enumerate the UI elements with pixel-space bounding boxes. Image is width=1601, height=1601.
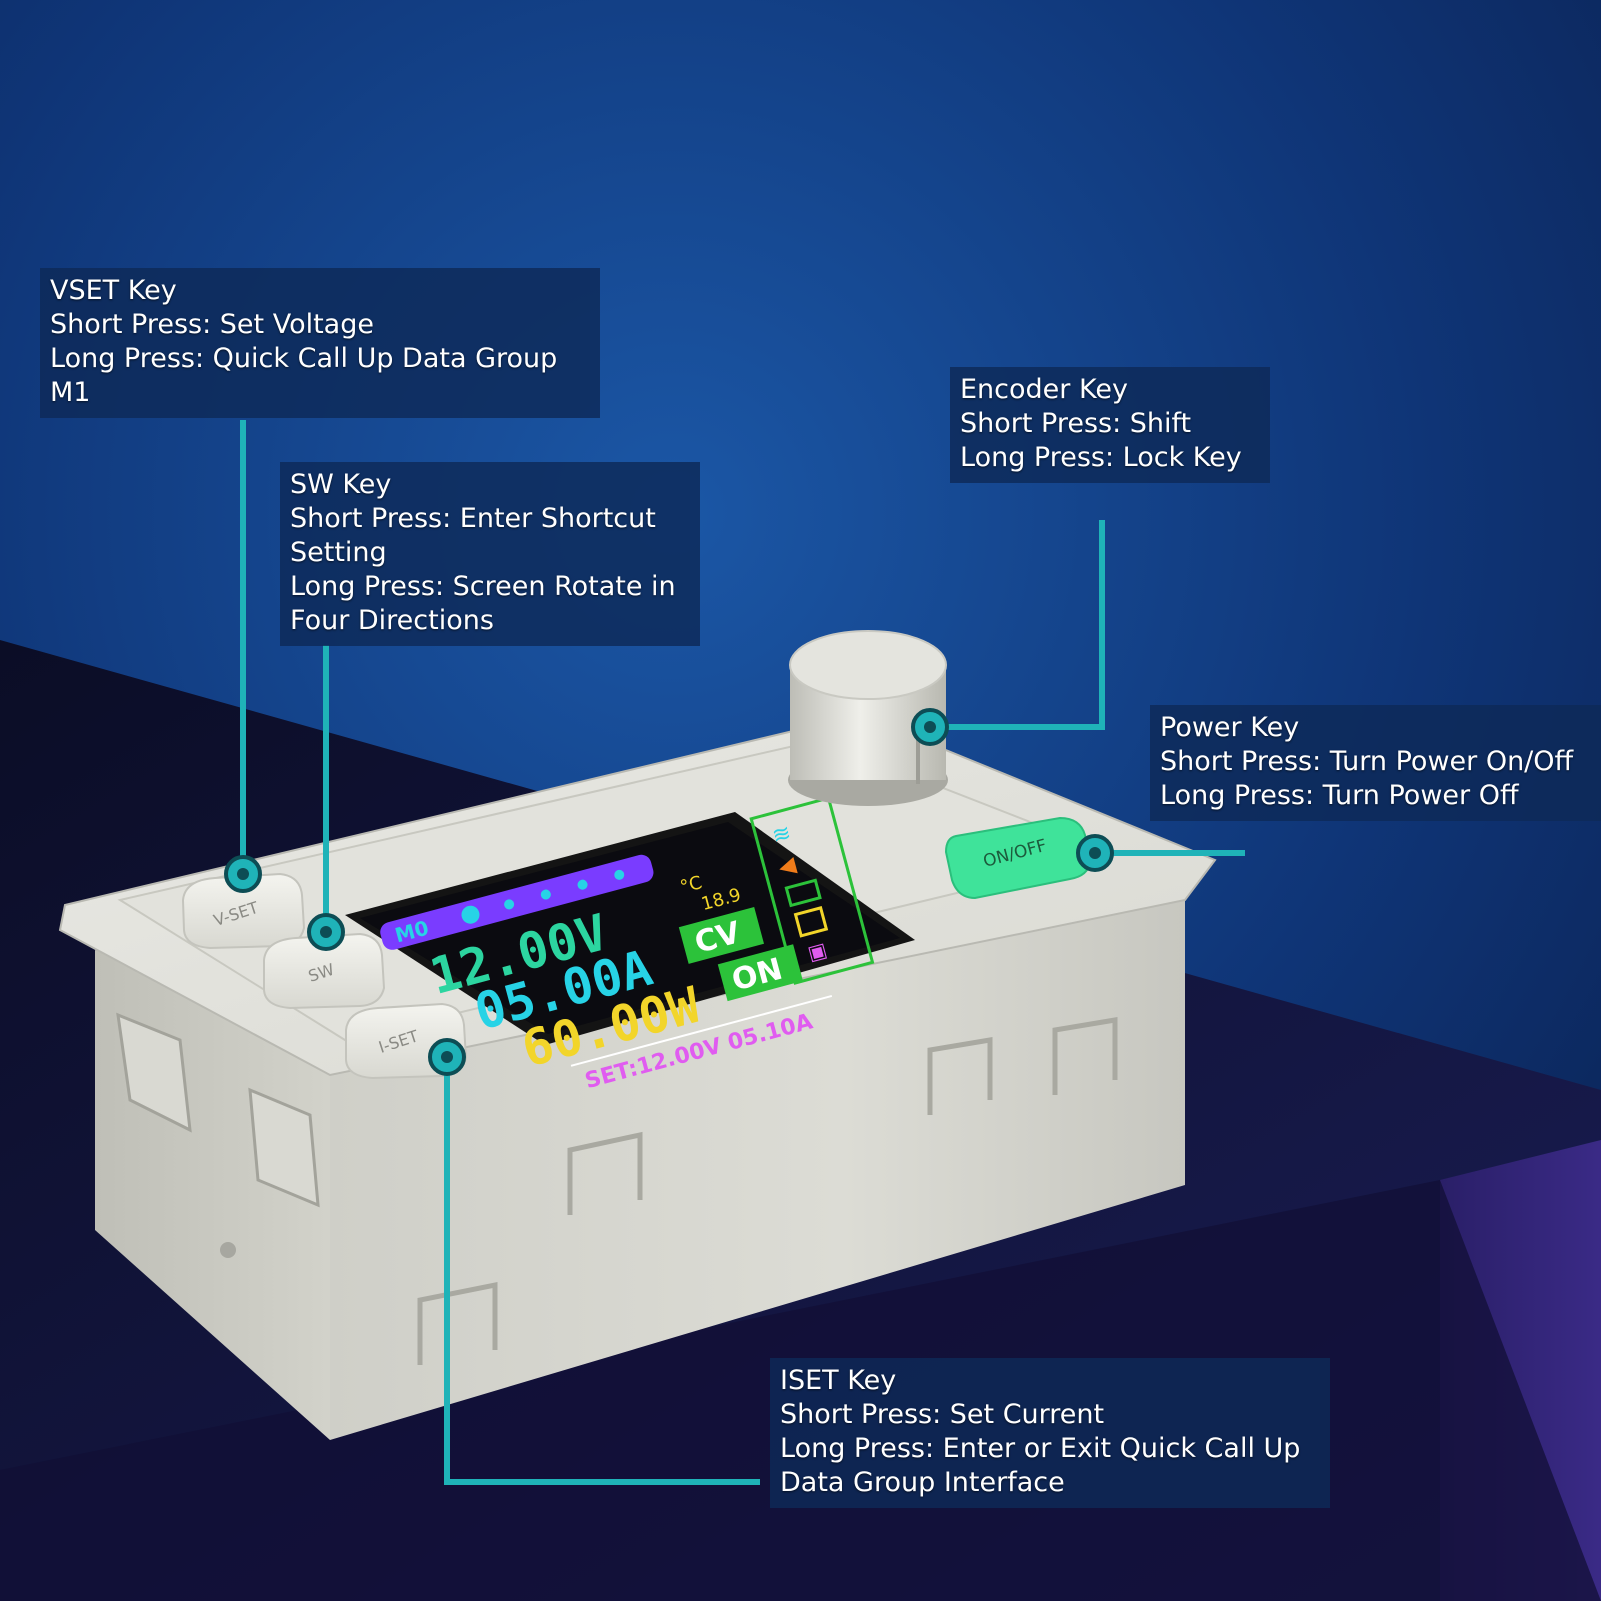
onoff-button[interactable]: ON/OFF xyxy=(944,816,1092,900)
group-dot-2 xyxy=(504,899,515,910)
status-panel xyxy=(749,796,875,985)
iset-callout-short: Short Press: Set Current xyxy=(780,1399,1105,1430)
group-dot-1 xyxy=(461,905,480,924)
mode-badge xyxy=(678,907,765,964)
encoder-dot-center xyxy=(924,721,936,733)
leader-dots xyxy=(224,708,1114,1076)
front-clips xyxy=(417,1017,1118,1365)
vset-dot-center xyxy=(237,868,249,880)
iset-callout-long-cont: Data Group Interface xyxy=(780,1467,1065,1498)
vset-callout-short: Short Press: Set Voltage xyxy=(50,309,374,340)
iset-leader-line xyxy=(444,1055,760,1485)
iset-callout: ISET Key Short Press: Set Current Long P… xyxy=(770,1358,1330,1508)
iset-dot-center xyxy=(441,1051,453,1063)
set-line-divider xyxy=(570,994,833,1067)
sw-callout-long: Long Press: Screen Rotate in xyxy=(290,571,676,602)
encoder-callout-short: Short Press: Shift xyxy=(960,408,1192,439)
encoder-callout: Encoder Key Short Press: Shift Long Pres… xyxy=(950,367,1270,483)
vset-callout-long-cont: M1 xyxy=(50,377,91,408)
group-dot-4 xyxy=(577,879,588,890)
encoder-leader-line xyxy=(930,520,1105,730)
encoder-knob-cap xyxy=(789,630,947,700)
speaker-icon: ◀ xyxy=(776,852,799,881)
power-callout-short: Short Press: Turn Power On/Off xyxy=(1160,746,1574,777)
power-callout: Power Key Short Press: Turn Power On/Off… xyxy=(1150,705,1601,821)
sw-callout-short-cont: Setting xyxy=(290,537,387,568)
group-dot-5 xyxy=(614,869,625,880)
vset-callout-long: Long Press: Quick Call Up Data Group xyxy=(50,343,558,374)
group-dot-3 xyxy=(540,889,551,900)
output-badge xyxy=(717,944,803,1002)
encoder-callout-title: Encoder Key xyxy=(960,374,1128,405)
sw-callout: SW Key Short Press: Enter Shortcut Setti… xyxy=(280,462,700,646)
side-screw-hole xyxy=(220,1242,236,1258)
iset-callout-title: ISET Key xyxy=(780,1365,897,1396)
side-clips xyxy=(116,1012,320,1208)
vset-callout-title: VSET Key xyxy=(50,275,177,306)
protect-icon xyxy=(793,906,829,938)
sw-button[interactable]: SW xyxy=(263,932,386,1010)
lcd-content: M0 12.00V 05.00A 60.00W SET:12.00V 05.10… xyxy=(380,796,875,1094)
sw-callout-short: Short Press: Enter Shortcut xyxy=(290,503,656,534)
sw-callout-title: SW Key xyxy=(290,469,392,500)
leader-lines xyxy=(240,420,1245,1485)
vset-button[interactable]: V-SET xyxy=(181,872,306,950)
power-dot-center xyxy=(1089,847,1101,859)
group-bar xyxy=(380,854,654,950)
sw-callout-long-cont: Four Directions xyxy=(290,605,494,636)
sw-dot-center xyxy=(320,926,332,938)
power-callout-long: Long Press: Turn Power Off xyxy=(1160,780,1519,811)
power-callout-title: Power Key xyxy=(1160,712,1300,743)
encoder-callout-long: Long Press: Lock Key xyxy=(960,442,1242,473)
vset-callout: VSET Key Short Press: Set Voltage Long P… xyxy=(40,268,600,418)
battery-icon xyxy=(784,878,822,908)
iset-callout-long: Long Press: Enter or Exit Quick Call Up xyxy=(780,1433,1301,1464)
